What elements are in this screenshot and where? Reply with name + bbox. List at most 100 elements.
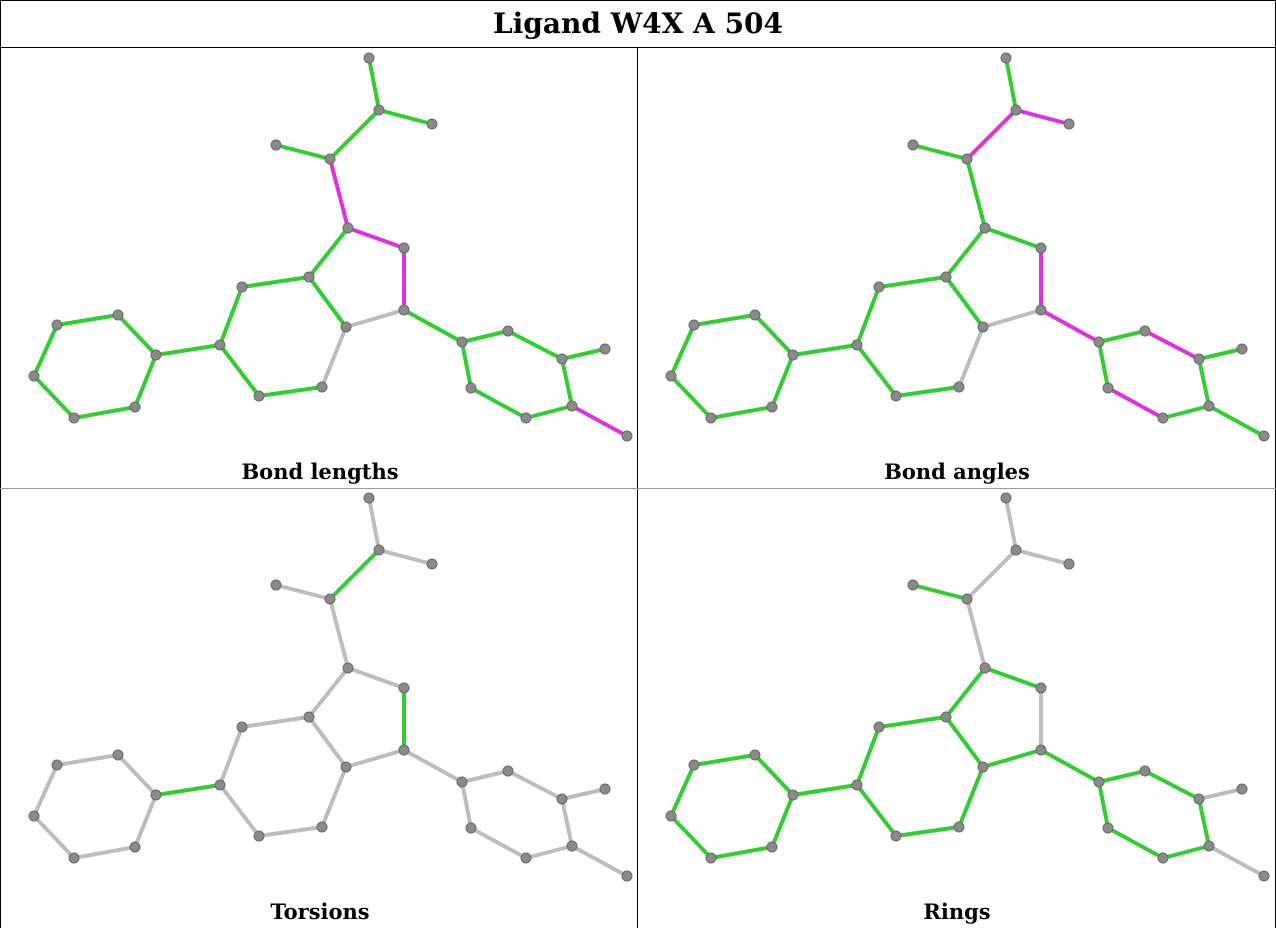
atom-24 bbox=[566, 400, 578, 412]
bond-10-11 bbox=[855, 285, 881, 347]
bond-20-21 bbox=[460, 329, 510, 344]
figure-title: Ligand W4X A 504 bbox=[492, 7, 784, 40]
atom-4 bbox=[961, 593, 973, 605]
atom-15 bbox=[112, 749, 124, 761]
atom-19 bbox=[129, 401, 141, 413]
bond-24-26 bbox=[524, 844, 574, 860]
bond-19-14 bbox=[133, 353, 158, 409]
atom-6 bbox=[1035, 682, 1047, 694]
atom-15 bbox=[112, 309, 124, 321]
bond-12-13 bbox=[257, 825, 324, 838]
atom-22 bbox=[556, 353, 568, 365]
atom-6 bbox=[398, 682, 410, 694]
bond-9-10 bbox=[240, 275, 311, 289]
atom-12 bbox=[253, 830, 265, 842]
bond-11-14 bbox=[154, 343, 222, 357]
atom-15 bbox=[749, 749, 761, 761]
bond-22-24 bbox=[560, 357, 574, 408]
atom-20 bbox=[1093, 776, 1105, 788]
bond-17-18 bbox=[669, 374, 713, 420]
molecule-view-bond-angles bbox=[665, 52, 1270, 442]
atom-2 bbox=[1063, 118, 1075, 130]
bond-1-2 bbox=[1014, 548, 1071, 566]
bond-7-20 bbox=[1039, 308, 1101, 344]
bond-11-12 bbox=[855, 343, 898, 398]
bond-7-20 bbox=[1039, 748, 1101, 784]
atom-17 bbox=[665, 810, 677, 822]
atom-1 bbox=[373, 544, 385, 556]
atom-21 bbox=[1139, 325, 1151, 337]
bond-18-19 bbox=[72, 405, 137, 420]
atom-20 bbox=[1093, 336, 1105, 348]
bonds-group bbox=[669, 56, 1266, 438]
bond-1-4 bbox=[328, 108, 381, 161]
bond-22-24 bbox=[560, 797, 574, 848]
atom-14 bbox=[787, 349, 799, 361]
atom-16 bbox=[688, 759, 700, 771]
atom-1 bbox=[373, 104, 385, 116]
bond-1-2 bbox=[377, 548, 434, 566]
bond-1-4 bbox=[965, 108, 1018, 161]
bond-11-14 bbox=[154, 783, 222, 797]
bond-5-9 bbox=[944, 666, 987, 719]
bond-17-18 bbox=[32, 374, 76, 420]
bond-4-5 bbox=[328, 157, 350, 230]
atom-19 bbox=[129, 841, 141, 853]
bond-9-10 bbox=[240, 715, 311, 729]
atom-0 bbox=[363, 52, 375, 64]
atom-13 bbox=[316, 821, 328, 833]
atom-8 bbox=[340, 761, 352, 773]
atom-25 bbox=[621, 870, 633, 882]
atom-2 bbox=[426, 118, 438, 130]
panel-caption: Bond angles bbox=[884, 459, 1030, 484]
bond-18-19 bbox=[709, 405, 774, 420]
atom-25 bbox=[1258, 430, 1270, 442]
bond-9-10 bbox=[877, 275, 948, 289]
title-cell: Ligand W4X A 504 bbox=[0, 0, 1276, 47]
bond-24-25 bbox=[1207, 404, 1266, 438]
bond-7-20 bbox=[402, 748, 464, 784]
table-divider-vertical bbox=[637, 47, 638, 928]
atom-25 bbox=[621, 430, 633, 442]
atom-13 bbox=[953, 821, 965, 833]
bond-24-25 bbox=[570, 404, 629, 438]
atom-14 bbox=[787, 789, 799, 801]
atom-8 bbox=[340, 321, 352, 333]
atoms-group bbox=[28, 492, 633, 882]
atom-4 bbox=[324, 593, 336, 605]
bond-21-22 bbox=[1143, 769, 1201, 801]
atom-22 bbox=[1193, 793, 1205, 805]
bond-5-6 bbox=[983, 666, 1043, 690]
bond-22-24 bbox=[1197, 797, 1211, 848]
atom-23 bbox=[1236, 343, 1248, 355]
atom-12 bbox=[890, 830, 902, 842]
atom-19 bbox=[766, 401, 778, 413]
bond-0-1 bbox=[1004, 496, 1018, 552]
bond-27-20 bbox=[460, 340, 473, 390]
atom-24 bbox=[566, 840, 578, 852]
atom-24 bbox=[1203, 840, 1215, 852]
bond-18-19 bbox=[709, 845, 774, 860]
bond-10-11 bbox=[218, 285, 244, 347]
bond-5-9 bbox=[307, 666, 350, 719]
bond-5-6 bbox=[346, 666, 406, 690]
bond-5-9 bbox=[944, 226, 987, 279]
atom-5 bbox=[979, 662, 991, 674]
bond-7-8 bbox=[981, 748, 1043, 769]
atom-14 bbox=[150, 789, 162, 801]
molecule-view-bond-lengths bbox=[28, 52, 633, 442]
bond-26-27 bbox=[469, 826, 528, 860]
bonds-group bbox=[32, 496, 629, 878]
atom-20 bbox=[456, 776, 468, 788]
atom-27 bbox=[1102, 382, 1114, 394]
atom-17 bbox=[665, 370, 677, 382]
atom-24 bbox=[1203, 400, 1215, 412]
bond-10-11 bbox=[855, 725, 881, 787]
atoms-group bbox=[665, 52, 1270, 442]
panel-torsions: Torsions bbox=[2, 488, 638, 928]
bond-7-8 bbox=[344, 308, 406, 329]
bond-11-12 bbox=[855, 783, 898, 838]
panel-caption: Rings bbox=[923, 899, 991, 924]
atom-5 bbox=[342, 222, 354, 234]
